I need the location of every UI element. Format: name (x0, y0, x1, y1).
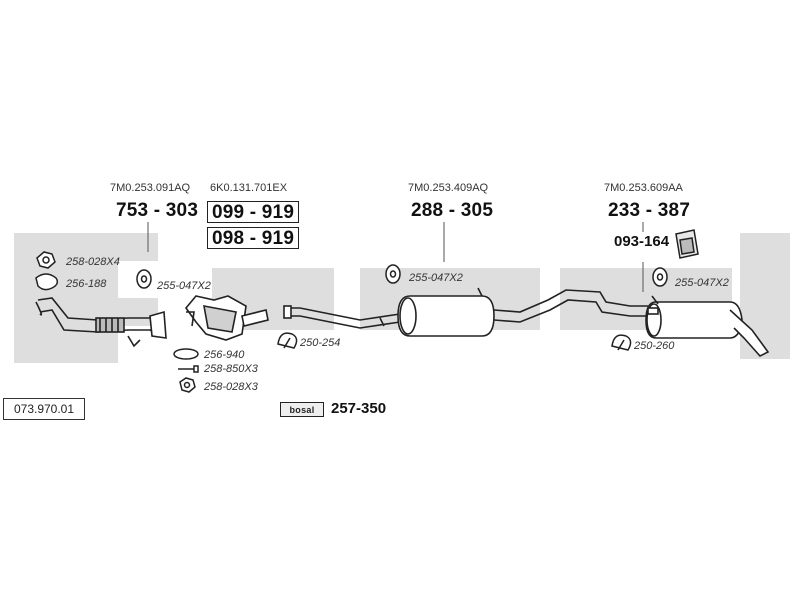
part-number-rubber-2[interactable]: 255-047X2 (409, 272, 463, 284)
part-number-flange-gasket[interactable]: 256-188 (66, 278, 107, 290)
part-number-mounting[interactable]: 093-164 (614, 233, 670, 250)
part-number-gasket-front[interactable]: 258-028X4 (66, 256, 120, 268)
oem-number-front-pipe: 7M0.253.091AQ (110, 182, 191, 194)
clamp-icon (277, 332, 298, 349)
part-number-clamp-2[interactable]: 250-260 (634, 340, 675, 352)
part-number-kit[interactable]: 257-350 (331, 400, 387, 417)
oem-number-middle-silencer: 7M0.253.409AQ (408, 182, 489, 194)
part-number-middle-silencer[interactable]: 288 - 305 (411, 200, 494, 221)
part-number-rear-silencer[interactable]: 233 - 387 (608, 200, 691, 221)
leader-lines (147, 222, 644, 292)
part-number-catalyst-b[interactable]: 098 - 919 (207, 227, 300, 249)
part-number-gasket-ring[interactable]: 256-940 (204, 349, 245, 361)
part-number-clamp-1[interactable]: 250-254 (300, 337, 341, 349)
gasket-icon (35, 273, 59, 291)
middle-section-drawing (283, 287, 648, 337)
oem-number-catalyst: 6K0.131.701EX (210, 182, 288, 194)
part-number-front-pipe[interactable]: 753 - 303 (116, 200, 199, 221)
rear-silencer-drawing (645, 295, 770, 357)
part-number-bolt[interactable]: 258-850X3 (204, 363, 258, 375)
part-number-catalyst-a[interactable]: 099 - 919 (207, 201, 300, 223)
accessory-icons (35, 251, 668, 393)
part-number-nut[interactable]: 258-028X3 (204, 381, 258, 393)
front-pipe-drawing (35, 297, 167, 348)
catalyst-drawing (184, 295, 269, 341)
part-number-rubber-1[interactable]: 255-047X2 (157, 280, 211, 292)
ring-gasket-icon (173, 348, 199, 360)
oem-number-rear-silencer: 7M0.253.609AA (604, 182, 683, 194)
reference-code-box: 073.970.01 (3, 398, 85, 420)
mounting-bracket-icon (675, 229, 699, 259)
clamp-icon (611, 334, 632, 351)
brand-logo: bosal (280, 402, 324, 417)
part-number-rubber-3[interactable]: 255-047X2 (675, 277, 729, 289)
